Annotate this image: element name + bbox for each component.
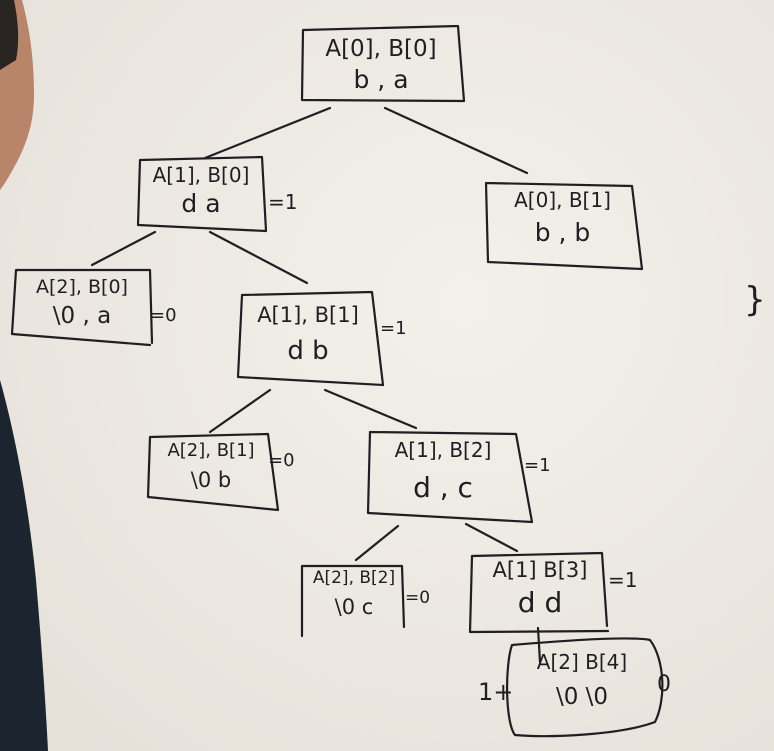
node-root: A[0], B[0] b , a [306, 36, 456, 94]
node-label: A[1] B[3] [492, 558, 588, 582]
node-label: A[1], B[2] [394, 438, 492, 462]
node-result: =1 [524, 455, 551, 476]
node-chars: \0 , a [52, 303, 112, 329]
box-ll [10, 268, 154, 347]
node-label: A[1], B[0] [152, 163, 250, 187]
node-result: =1 [608, 568, 638, 592]
box-l [136, 155, 268, 233]
node-result: 0 [657, 672, 671, 697]
node-chars: d , c [413, 471, 473, 504]
node-label: A[2], B[1] [167, 440, 255, 461]
box-lrl [146, 432, 280, 512]
edge-l-lr [208, 230, 309, 285]
edge-lrr-lrrl [354, 524, 400, 562]
node-chars: d d [517, 586, 563, 619]
box-lrr [366, 430, 534, 524]
node-r: A[0], B[1] b , b [490, 190, 635, 245]
edge-lrr-lrrr [464, 522, 519, 553]
node-result: =0 [268, 450, 295, 471]
plus-one-annotation: 1+ [478, 678, 514, 706]
edge-lr-lrr [323, 388, 418, 430]
edge-root-l [203, 106, 332, 160]
node-lr: A[1], B[1] d b [242, 303, 374, 366]
node-l: A[1], B[0] d a [140, 165, 262, 216]
box-root [300, 24, 466, 103]
node-result: =1 [268, 190, 298, 214]
node-chars: b , a [353, 65, 409, 94]
node-chars: d b [287, 336, 329, 366]
node-lrrr: A[1] B[3] d d [474, 560, 606, 617]
node-label: A[2] B[4] [536, 650, 628, 674]
box-lr [236, 290, 385, 387]
edge-l-ll [90, 230, 157, 267]
node-result: =1 [380, 318, 407, 339]
node-ll: A[2], B[0] \0 , a [14, 278, 150, 328]
node-lrrl: A[2], B[2] \0 c [304, 570, 404, 618]
node-label: A[0], B[0] [325, 36, 437, 62]
node-leaf: A[2] B[4] \0 \0 [514, 652, 650, 709]
node-chars: \0 b [190, 468, 232, 492]
node-lrr: A[1], B[2] d , c [372, 440, 514, 502]
box-r [484, 181, 644, 271]
node-label: A[2], B[0] [36, 276, 128, 298]
node-chars: d a [181, 189, 221, 218]
node-label: A[0], B[1] [514, 188, 611, 212]
node-chars: \0 c [334, 595, 374, 619]
node-result: =0 [150, 305, 177, 326]
node-label: A[1], B[1] [257, 303, 359, 327]
node-lrl: A[2], B[1] \0 b [152, 442, 270, 491]
node-label: A[2], B[2] [312, 568, 396, 588]
edge-root-r [383, 106, 529, 175]
box-lrrr [468, 551, 610, 634]
edge-lrrr-leaf [536, 626, 542, 664]
presenter-figure [0, 0, 48, 751]
node-chars: \0 \0 [555, 684, 609, 710]
node-result: =0 [405, 588, 431, 608]
edge-lr-lrl [208, 388, 272, 434]
node-chars: b , b [534, 218, 591, 247]
box-lrrl [300, 564, 406, 638]
box-leaf [506, 637, 664, 738]
brace-mark: } [744, 280, 766, 320]
